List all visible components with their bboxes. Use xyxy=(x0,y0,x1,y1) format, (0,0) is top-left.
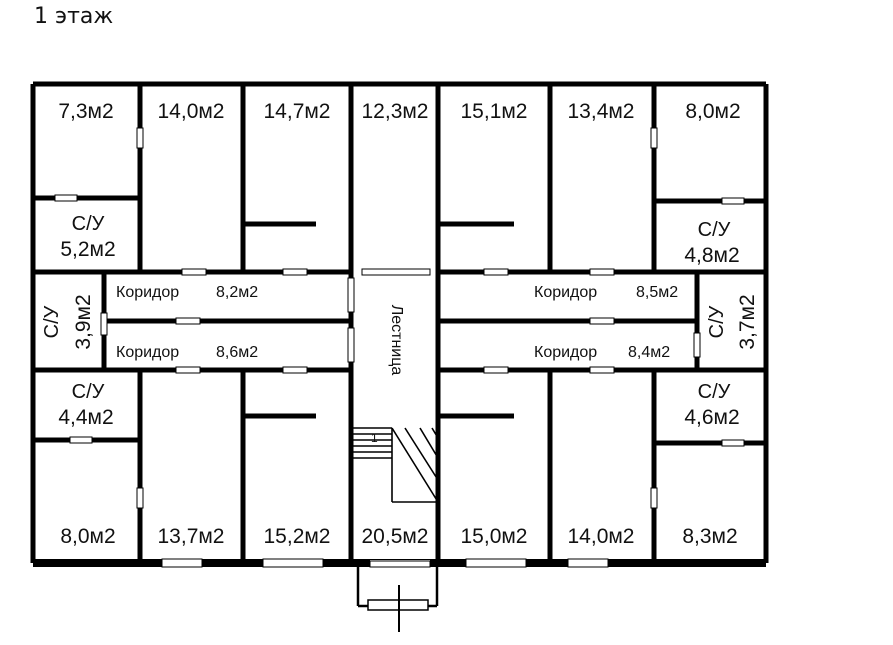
floor-title: 1 этаж xyxy=(34,4,114,29)
room-bottom-3-area: 15,2м2 xyxy=(264,525,331,548)
room-top-2-area: 14,0м2 xyxy=(158,100,225,123)
bath-side-right-label: С/У xyxy=(706,305,728,338)
room-top-1-area: 7,3м2 xyxy=(58,100,113,123)
room-top-5-area: 15,1м2 xyxy=(461,100,528,123)
room-bottom-2-area: 13,7м2 xyxy=(158,525,225,548)
corridor-top-right-label: Коридор xyxy=(534,284,597,301)
doors xyxy=(54,127,745,568)
room-bottom-7-area: 8,3м2 xyxy=(682,525,737,548)
corridor-top-right-area: 8,5м2 xyxy=(636,284,678,301)
stair-label: Лестница xyxy=(388,305,405,376)
bath-top-left-label: С/У xyxy=(72,213,105,235)
room-bottom-1-area: 8,0м2 xyxy=(60,525,115,548)
room-bottom-5-area: 15,0м2 xyxy=(461,525,528,548)
bath-bottom-right-label: С/У xyxy=(698,381,731,403)
bath-side-right-area: 3,7м2 xyxy=(736,294,759,349)
corridor-top-left-area: 8,2м2 xyxy=(216,284,258,301)
bath-bottom-left-area: 4,4м2 xyxy=(58,406,113,429)
bath-top-right-label: С/У xyxy=(698,219,731,241)
bath-bottom-left-label: С/У xyxy=(72,381,105,403)
stairs xyxy=(351,427,439,503)
bath-side-left-area: 3,9м2 xyxy=(72,294,95,349)
corridor-bottom-right-label: Коридор xyxy=(534,344,597,361)
bath-top-left-area: 5,2м2 xyxy=(60,238,115,261)
bath-top-right-area: 4,8м2 xyxy=(684,244,739,267)
stair-marker: 1 xyxy=(371,431,378,445)
corridor-bottom-left-area: 8,6м2 xyxy=(216,344,258,361)
room-bottom-4-area: 20,5м2 xyxy=(362,525,429,548)
room-bottom-6-area: 14,0м2 xyxy=(568,525,635,548)
room-top-3-area: 14,7м2 xyxy=(264,100,331,123)
room-labels: 7,3м2 14,0м2 14,7м2 12,3м2 15,1м2 13,4м2… xyxy=(41,100,759,548)
entrance-porch xyxy=(356,560,439,632)
corridor-top-left-label: Коридор xyxy=(116,284,179,301)
room-top-6-area: 13,4м2 xyxy=(568,100,635,123)
corridor-bottom-right-area: 8,4м2 xyxy=(628,344,670,361)
room-top-4-area: 12,3м2 xyxy=(362,100,429,123)
bath-side-left-label: С/У xyxy=(41,305,63,338)
walls xyxy=(30,81,769,567)
room-top-7-area: 8,0м2 xyxy=(685,100,740,123)
corridor-bottom-left-label: Коридор xyxy=(116,344,179,361)
bath-bottom-right-area: 4,6м2 xyxy=(684,406,739,429)
